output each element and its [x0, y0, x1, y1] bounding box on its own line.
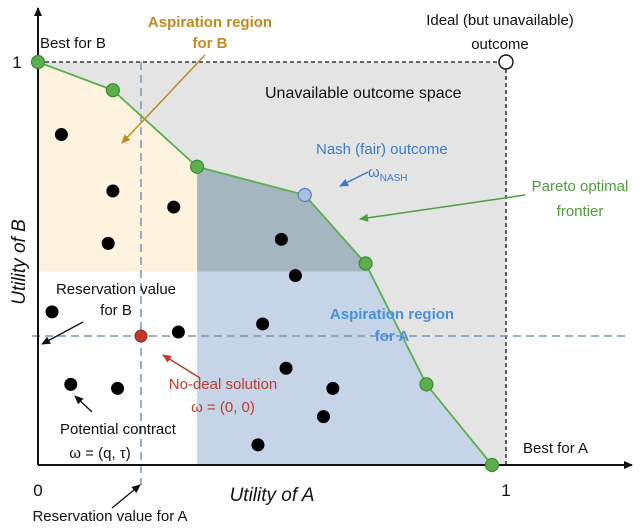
contract-point-14	[316, 410, 330, 424]
reservation-b-arrow	[41, 321, 84, 345]
pareto-label-line2: frontier	[557, 203, 604, 220]
unavailable-space-label: Unavailable outcome space	[265, 85, 462, 102]
contract-point-11	[111, 381, 125, 395]
pareto-point-7	[484, 457, 500, 473]
contract-point-1	[54, 128, 68, 142]
ideal-outcome-label-line2: outcome	[471, 36, 529, 53]
contract-point-4	[167, 200, 181, 214]
pareto-point-5	[358, 256, 373, 271]
reservation-b-label-line1: Reservation value	[56, 281, 176, 298]
contract-point-6	[288, 269, 302, 283]
reservation-a-label: Reservation value for A	[32, 508, 187, 525]
no-deal-label-line1: No-deal solution	[169, 376, 277, 393]
aspiration-a-label-line1: Aspiration region	[330, 306, 454, 323]
contract-point-5	[274, 232, 288, 246]
pareto-point-1	[30, 54, 46, 70]
contract-point-8	[171, 325, 185, 339]
contract-point-3	[101, 236, 115, 250]
best-for-a-label: Best for A	[523, 440, 588, 457]
contract-point-7	[45, 305, 59, 319]
nash-arrow	[339, 171, 369, 187]
contract-point-2	[106, 184, 120, 198]
y-axis-label: Utility of B	[9, 219, 30, 305]
x-max-tick: 1	[501, 481, 510, 500]
pareto-point-2	[105, 83, 120, 98]
no-deal-arrow	[162, 354, 201, 379]
potential-contract-label-line1: Potential contract	[60, 421, 177, 438]
nash-outcome-label: Nash (fair) outcome	[316, 141, 448, 158]
pareto-point-3	[190, 159, 205, 174]
aspiration-b-arrow	[121, 54, 206, 144]
aspiration-b-label-line2: for B	[193, 35, 228, 52]
x-axis-label: Utility of A	[230, 485, 315, 506]
reservation-a-arrow	[111, 484, 141, 509]
no-deal-point	[134, 329, 148, 343]
y-max-tick: 1	[12, 53, 21, 72]
contract-point-13	[326, 381, 340, 395]
contract-point-12	[279, 361, 293, 375]
omega-nash-label: ωNASH	[368, 164, 408, 184]
potential-contract-arrow	[74, 395, 93, 413]
reservation-b-label-line2: for B	[100, 302, 132, 319]
no-deal-label-line2: ω = (0, 0)	[191, 399, 255, 416]
nash-point	[297, 187, 312, 203]
potential-contract-label-line2: ω = (q, τ)	[69, 445, 130, 462]
pareto-label-line1: Pareto optimal	[532, 178, 629, 195]
x-origin-tick: 0	[33, 481, 42, 500]
contract-point-15	[251, 438, 265, 452]
aspiration-a-label-line2: for A	[375, 328, 410, 345]
aspiration-b-label-line1: Aspiration region	[148, 14, 272, 31]
contract-point-10	[64, 377, 78, 391]
best-for-b-label: Best for B	[40, 35, 106, 52]
ideal-outcome-label-line1: Ideal (but unavailable)	[426, 12, 574, 29]
pareto-point-6	[419, 377, 434, 392]
pareto-arrow	[359, 194, 526, 222]
contract-point-9	[256, 317, 270, 331]
ideal-outcome-point	[498, 54, 514, 70]
